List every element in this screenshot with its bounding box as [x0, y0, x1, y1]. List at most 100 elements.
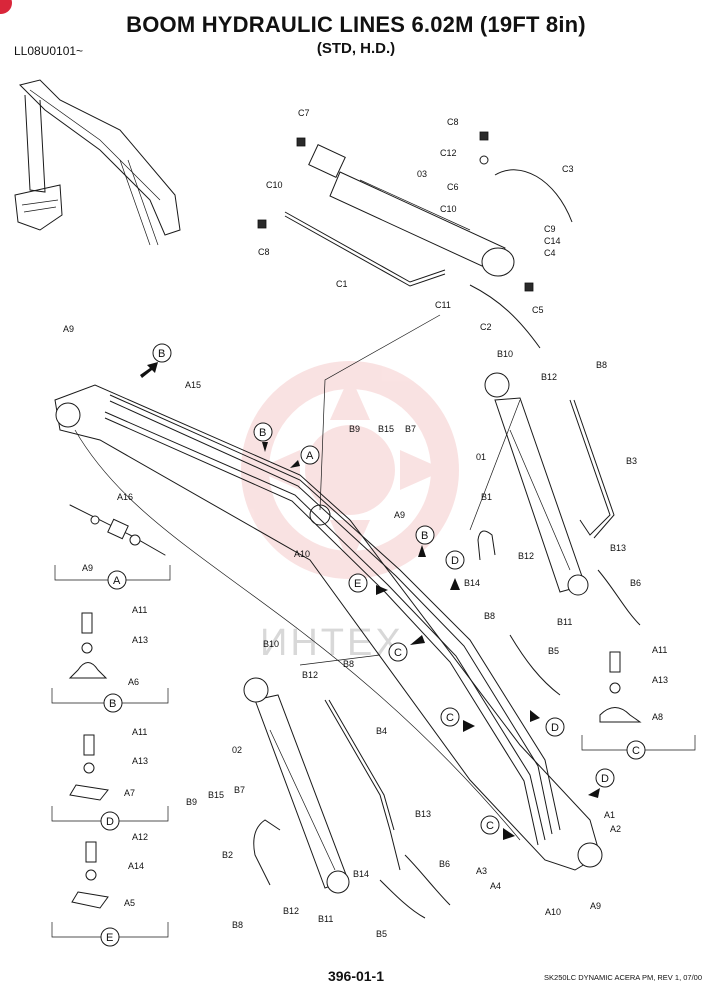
label-b6-top: B6: [630, 578, 641, 588]
label-a16: A16: [117, 492, 133, 502]
callout-d-2: D: [551, 722, 559, 734]
excavator-thumbnail: [14, 79, 181, 246]
label-a11-d: A11: [132, 727, 147, 737]
label-c7: C7: [298, 108, 310, 118]
label-b9-bottom: B9: [186, 797, 197, 807]
label-c5: C5: [532, 305, 544, 315]
hose-b6-bottom: [404, 854, 451, 906]
label-c2: C2: [480, 322, 492, 332]
label-c12: C12: [440, 148, 457, 158]
label-b12-bottom-left: B12: [283, 906, 299, 916]
label-b8-mid: B8: [484, 611, 495, 621]
detail-d-label: D: [106, 816, 114, 828]
label-a4: A4: [490, 881, 501, 891]
hydraulic-lines-a15: [104, 394, 561, 846]
pipe-b4: [324, 699, 401, 871]
label-c11: C11: [435, 300, 451, 310]
callout-b-2: B: [259, 427, 266, 439]
label-a9-bottom: A9: [590, 901, 601, 911]
label-a13-c: A13: [652, 675, 668, 685]
label-a8: A8: [652, 712, 663, 722]
watermark-logo: [241, 361, 459, 579]
callout-c-3: C: [486, 820, 494, 832]
callout-b-1: B: [158, 348, 165, 360]
callout-e-1: E: [354, 578, 361, 590]
pipe-b3: [569, 399, 615, 539]
label-b5-bottom: B5: [376, 929, 387, 939]
label-b10-top: B10: [497, 349, 513, 359]
label-a14: A14: [128, 861, 144, 871]
callout-c-1: C: [394, 647, 402, 659]
label-b15-bottom: B15: [208, 790, 224, 800]
callout-a-1: A: [306, 450, 314, 462]
label-a1: A1: [604, 810, 615, 820]
label-b8-bottom: B8: [343, 659, 354, 669]
label-a11-b: A11: [132, 605, 147, 615]
label-b10-bottom: B10: [263, 639, 279, 649]
label-01: 01: [476, 452, 486, 462]
page-number: 396-01-1: [327, 968, 385, 984]
callout-c-2: C: [446, 712, 454, 724]
label-a9-mid: A9: [394, 510, 405, 520]
label-b8-bottom-left: B8: [232, 920, 243, 930]
label-a10-bottom: A10: [545, 907, 561, 917]
label-a9-detail: A9: [82, 563, 93, 573]
pipe-c1: [284, 211, 446, 287]
callout-d-1: D: [451, 555, 459, 567]
label-c6: C6: [447, 182, 459, 192]
label-c10-left: C10: [266, 180, 283, 190]
label-b1: B1: [481, 492, 492, 502]
label-b6-bottom: B6: [439, 859, 450, 869]
hose-c2: [469, 284, 541, 349]
detail-e: [51, 841, 169, 938]
pipe-b2: [253, 819, 281, 886]
label-a11-c: A11: [652, 645, 667, 655]
label-b11-top: B11: [557, 617, 572, 627]
bolts-c: [257, 131, 534, 292]
serial-number: LL08U0101~: [14, 44, 84, 58]
callout-d-3: D: [601, 773, 609, 785]
boom-outline: [54, 384, 603, 871]
part-labels: C7 C8 C12 C3 03 C10 C6 C10 C9 C14 C4 C8 …: [63, 108, 668, 939]
boom-cylinder-01: [484, 372, 589, 596]
label-a3: A3: [476, 866, 487, 876]
label-a15: A15: [185, 380, 201, 390]
label-b4: B4: [376, 726, 387, 736]
label-c4: C4: [544, 248, 556, 258]
hose-c3: [494, 169, 573, 223]
callout-circles: B B A B D E C C D D C A B D E C: [100, 343, 646, 947]
label-a6: A6: [128, 677, 139, 687]
detail-a: [54, 504, 171, 581]
label-a7: A7: [124, 788, 135, 798]
label-c8-top: C8: [447, 117, 459, 127]
document-footnote: SK250LC DYNAMIC ACERA PM, REV 1, 07/00: [544, 973, 702, 982]
detail-b-label: B: [109, 698, 116, 710]
label-b12-bottom: B12: [302, 670, 318, 680]
pipe-b1: [477, 530, 496, 561]
detail-c: [581, 651, 696, 751]
label-a9-top: A9: [63, 324, 74, 334]
label-a13-d: A13: [132, 756, 148, 766]
label-b9-top: B9: [349, 424, 360, 434]
label-a10-mid: A10: [294, 549, 310, 559]
detail-c-label: C: [632, 745, 640, 757]
label-a13-b: A13: [132, 635, 148, 645]
detail-e-label: E: [106, 932, 113, 944]
arm-cylinder-03: [308, 144, 515, 277]
detail-b: [51, 612, 169, 704]
label-c8-left: C8: [258, 247, 270, 257]
boom-cylinder-02: [243, 677, 350, 894]
detail-a-label: A: [113, 575, 121, 587]
label-b13-bottom: B13: [415, 809, 431, 819]
leader-lines: [299, 314, 521, 666]
label-b15-top: B15: [378, 424, 394, 434]
label-b5-top: B5: [548, 646, 559, 656]
label-b12-top: B12: [541, 372, 557, 382]
hose-b5-bottom: [379, 879, 426, 919]
label-c14: C14: [544, 236, 561, 246]
label-b2: B2: [222, 850, 233, 860]
label-b12-mid: B12: [518, 551, 534, 561]
label-b13-top: B13: [610, 543, 626, 553]
pointer-arrows: [140, 362, 600, 840]
